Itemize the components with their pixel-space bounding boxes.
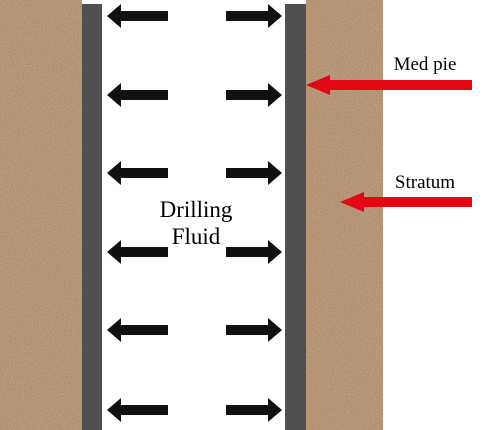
mudcake-label: Med pie [394, 54, 457, 75]
wall-left [82, 4, 102, 430]
pressure-arrow-left-1 [107, 4, 168, 28]
pressure-arrow-right-3 [226, 161, 282, 185]
pressure-arrow-left-6 [107, 398, 168, 422]
pressure-arrow-left-5 [107, 318, 168, 342]
pressure-arrow-right-5 [226, 318, 282, 342]
drilling-fluid-label-line2: Fluid [172, 224, 221, 249]
drilling-fluid-label-line1: Drilling [160, 197, 233, 222]
pressure-arrow-right-1 [226, 4, 282, 28]
stratum-pointer-arrow [340, 192, 472, 212]
pressure-arrows [107, 4, 282, 422]
mudcake-pointer-arrow [306, 75, 472, 95]
pressure-arrow-left-3 [107, 161, 168, 185]
pressure-arrow-right-2 [226, 83, 282, 107]
wall-right [285, 4, 306, 430]
stratum-left [0, 0, 82, 430]
pressure-arrow-left-2 [107, 83, 168, 107]
pressure-arrow-left-4 [107, 240, 168, 264]
stratum-right [306, 0, 383, 430]
pressure-arrow-right-4 [226, 240, 282, 264]
stratum-label: Stratum [395, 172, 455, 193]
pressure-arrow-right-6 [226, 398, 282, 422]
